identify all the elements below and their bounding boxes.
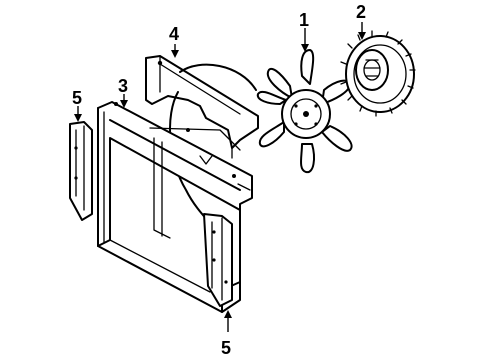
callout-label-5-right: 5: [221, 338, 231, 358]
callout-5-left: 5: [72, 88, 82, 122]
callout-label-2: 2: [356, 2, 366, 22]
fan-clutch: [340, 30, 416, 117]
callout-1: 1: [299, 10, 309, 52]
side-bracket-right: [203, 213, 233, 307]
cooling-fan: [256, 49, 353, 174]
callout-label-5-left: 5: [72, 88, 82, 108]
callout-label-4: 4: [169, 24, 179, 44]
callout-4: 4: [169, 24, 179, 58]
callout-5-right: 5: [221, 310, 232, 358]
fan-shroud: [145, 55, 259, 229]
callout-label-1: 1: [299, 10, 309, 30]
side-bracket-left: [69, 121, 93, 221]
callout-3: 3: [118, 76, 128, 108]
callout-label-3: 3: [118, 76, 128, 96]
callout-2: 2: [356, 2, 366, 40]
